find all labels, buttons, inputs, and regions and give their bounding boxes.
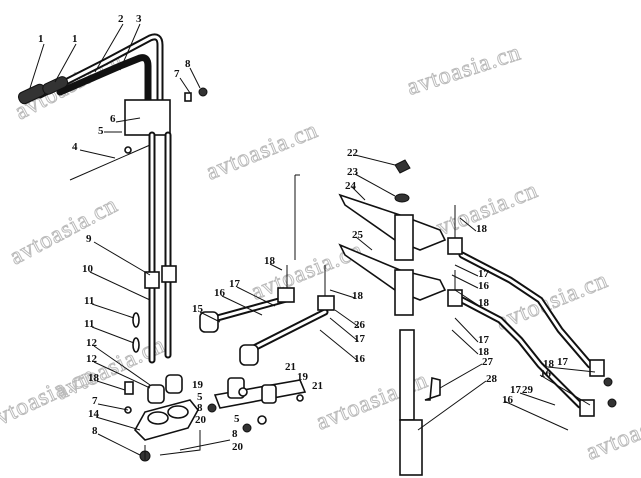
callout-label: 7 — [174, 68, 180, 80]
callout-label: 24 — [345, 180, 357, 192]
lever-block — [124, 99, 171, 136]
callout-label: 8 — [232, 428, 238, 440]
shaft-and-brackets — [338, 159, 617, 476]
callout-label: 12 — [86, 353, 98, 365]
callout-label: 16 — [214, 287, 226, 299]
callout-label: 10 — [82, 263, 94, 275]
callout-label: 20 — [195, 414, 207, 426]
callout-label: 19 — [297, 371, 309, 383]
watermark: avtoasia.cn — [0, 362, 100, 436]
callout-label: 14 — [88, 408, 100, 420]
callout-label: 18 — [543, 358, 555, 370]
shift-lever-assembly — [17, 33, 231, 462]
callout-label: 5 — [234, 413, 240, 425]
callout-labels: 1 1 2 3 7 8 6 5 4 9 10 11 11 12 12 18 7 … — [38, 13, 569, 453]
leader-lines — [29, 23, 596, 456]
callout-label: 15 — [192, 303, 204, 315]
callout-label: 12 — [86, 337, 98, 349]
callout-label: 18 — [478, 346, 490, 358]
callout-label: 25 — [352, 229, 364, 241]
link-rods — [199, 174, 335, 433]
callout-label: 16 — [540, 368, 552, 380]
callout-label: 18 — [352, 290, 364, 302]
callout-label: 17 — [557, 356, 569, 368]
callout-label: 17 — [354, 333, 366, 345]
callout-label: 18 — [476, 223, 488, 235]
callout-label: 5 — [197, 391, 203, 403]
watermark: avtoasia.cn — [248, 237, 367, 305]
callout-label: 27 — [482, 356, 494, 368]
watermark: avtoasia.cn — [203, 117, 322, 185]
callout-label: 18 — [264, 255, 276, 267]
callout-label: 7 — [92, 395, 98, 407]
callout-label: 16 — [354, 353, 366, 365]
watermark: avtoasia.cn — [404, 39, 525, 100]
callout-label: 28 — [486, 373, 498, 385]
callout-label: 23 — [347, 166, 359, 178]
callout-label: 26 — [354, 319, 366, 331]
callout-label: 8 — [197, 402, 203, 414]
callout-label: 21 — [285, 361, 296, 373]
callout-label: 6 — [110, 113, 116, 125]
callout-label: 16 — [478, 280, 490, 292]
watermark: avtoasia.cn — [6, 192, 123, 270]
callout-label: 21 — [312, 380, 323, 392]
callout-label: 2 — [118, 13, 124, 25]
callout-label: 17 — [478, 268, 490, 280]
callout-label: 11 — [84, 295, 94, 307]
callout-label: 18 — [478, 297, 490, 309]
callout-label: 29 — [522, 384, 534, 396]
callout-label: 17 — [478, 334, 490, 346]
callout-label: 3 — [136, 13, 142, 25]
callout-label: 8 — [185, 58, 191, 70]
callout-label: 1 — [38, 33, 44, 45]
callout-label: 4 — [72, 141, 78, 153]
callout-label: 11 — [84, 318, 94, 330]
callout-label: 19 — [192, 379, 204, 391]
callout-label: 5 — [98, 125, 104, 137]
callout-label: 9 — [86, 233, 92, 245]
callout-label: 20 — [232, 441, 244, 453]
callout-label: 16 — [502, 394, 514, 406]
callout-label: 17 — [229, 278, 241, 290]
callout-label: 8 — [92, 425, 98, 437]
callout-label: 17 — [510, 384, 522, 396]
callout-label: 18 — [88, 372, 100, 384]
knob — [42, 76, 69, 95]
callout-label: 1 — [72, 33, 78, 45]
callout-label: 22 — [347, 147, 359, 159]
